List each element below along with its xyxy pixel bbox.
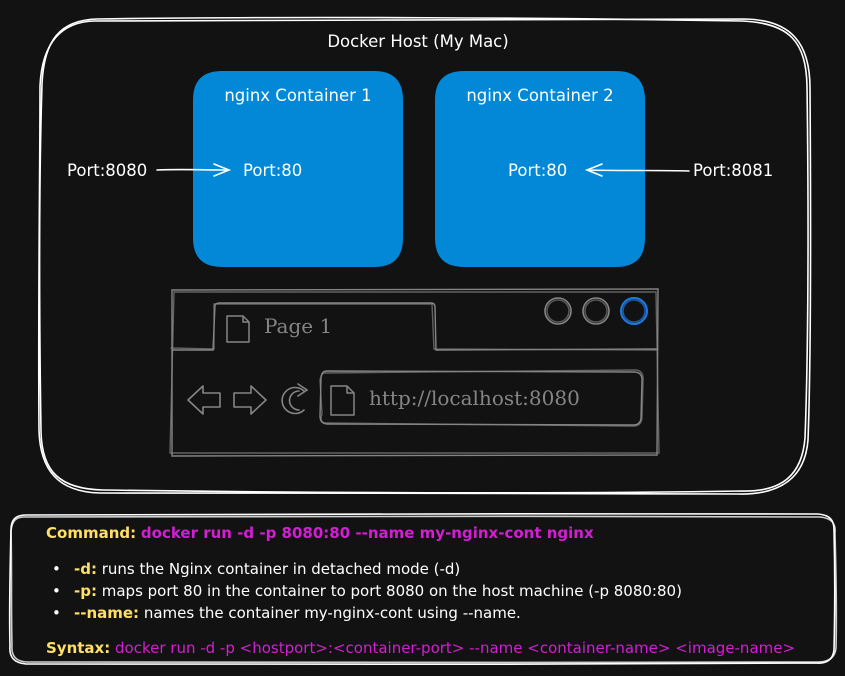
container-1-title: nginx Container 1 [224,86,372,105]
bullet: • [52,560,61,578]
list-item: • -d: runs the Nginx container in detach… [46,558,795,580]
arrow-8081-to-80 [584,163,690,177]
address-page-icon [330,385,355,416]
window-dots-icon [544,297,648,325]
host-port-8081-label: Port:8081 [693,161,774,180]
flag-d-description: runs the Nginx container in detached mod… [101,560,461,578]
container-1-box [193,71,403,267]
syntax-text: docker run -d -p <hostport>:<container-p… [115,639,796,657]
bullet: • [52,604,61,622]
command-text: docker run -d -p 8080:80 --name my-nginx… [140,524,594,542]
forward-arrow-icon[interactable] [233,385,267,415]
refresh-icon[interactable] [281,383,309,415]
tab-page-icon [226,315,250,343]
flag-p-description: maps port 80 in the container to port 80… [101,582,682,600]
list-item: • --name: names the container my-nginx-c… [46,602,795,624]
flag-name: --name: [74,604,140,622]
command-notes: Command: docker run -d -p 8080:80 --name… [46,522,795,659]
bullet: • [52,582,61,600]
list-item: • -p: maps port 80 in the container to p… [46,580,795,602]
command-row: Command: docker run -d -p 8080:80 --name… [46,522,795,544]
browser-url-field[interactable]: http://localhost:8080 [369,386,580,410]
back-arrow-icon[interactable] [187,385,221,415]
syntax-row: Syntax: docker run -d -p <hostport>:<con… [46,637,795,659]
container-2-port-label: Port:80 [508,161,568,180]
flag-d: -d: [74,560,97,578]
notes-box [8,512,838,666]
container-2-title: nginx Container 2 [466,86,614,105]
flag-name-description: names the container my-nginx-cont using … [143,604,521,622]
flag-list: • -d: runs the Nginx container in detach… [46,558,795,624]
syntax-label: Syntax: [46,639,111,657]
docker-host-frame [37,16,812,495]
docker-host-title: Docker Host (My Mac) [327,32,509,51]
host-port-8080-label: Port:8080 [67,161,148,180]
browser-tab-label[interactable]: Page 1 [264,314,333,338]
container-2-box [435,71,645,267]
container-1-port-label: Port:80 [243,161,303,180]
flag-p: -p: [74,582,97,600]
browser-window [169,288,660,457]
arrow-8080-to-80 [156,163,232,177]
command-label: Command: [46,524,137,542]
